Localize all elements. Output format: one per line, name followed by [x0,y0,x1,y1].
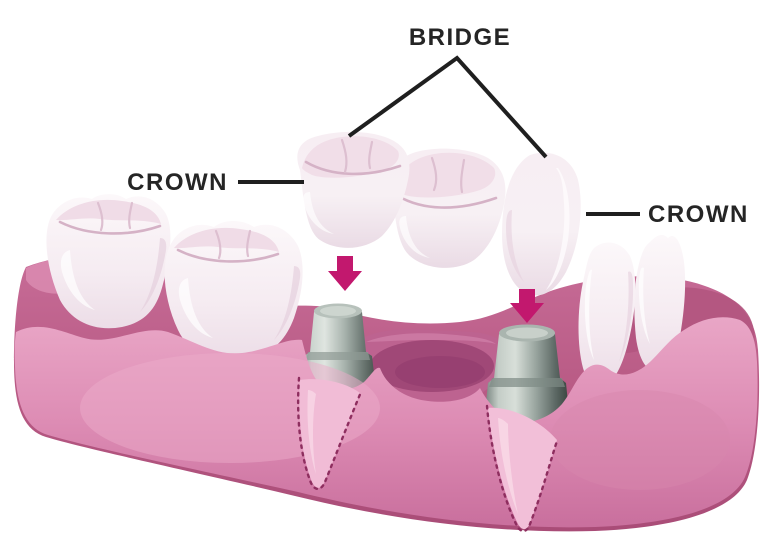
gum-recess [356,329,504,404]
gum-front [14,317,758,533]
down-arrow-icon-right [510,289,544,323]
bridge-unit [297,131,581,296]
gum-front-highlight-right [550,390,730,490]
root-shape-left [299,379,360,488]
annotations: BRIDGE CROWN CROWN [127,24,749,228]
crown-label-left: CROWN [127,169,228,196]
root-outline-left [296,376,363,491]
crown-label-right: CROWN [648,201,749,228]
placement-arrows [328,256,544,323]
tooth-molar-left-2 [164,221,303,361]
tooth-molar-left-1 [46,194,171,329]
bridge-pointer-line [347,55,548,159]
bridge-crown-middle [391,148,506,268]
down-arrow-icon-left [328,256,362,291]
tooth-premolar-right-1 [578,242,636,386]
anchor-teeth [46,194,686,386]
bridge-crown-right [502,152,581,296]
bridge-crown-left [297,131,410,248]
bridge-label: BRIDGE [409,24,511,51]
tooth-premolar-right-2 [634,235,686,372]
